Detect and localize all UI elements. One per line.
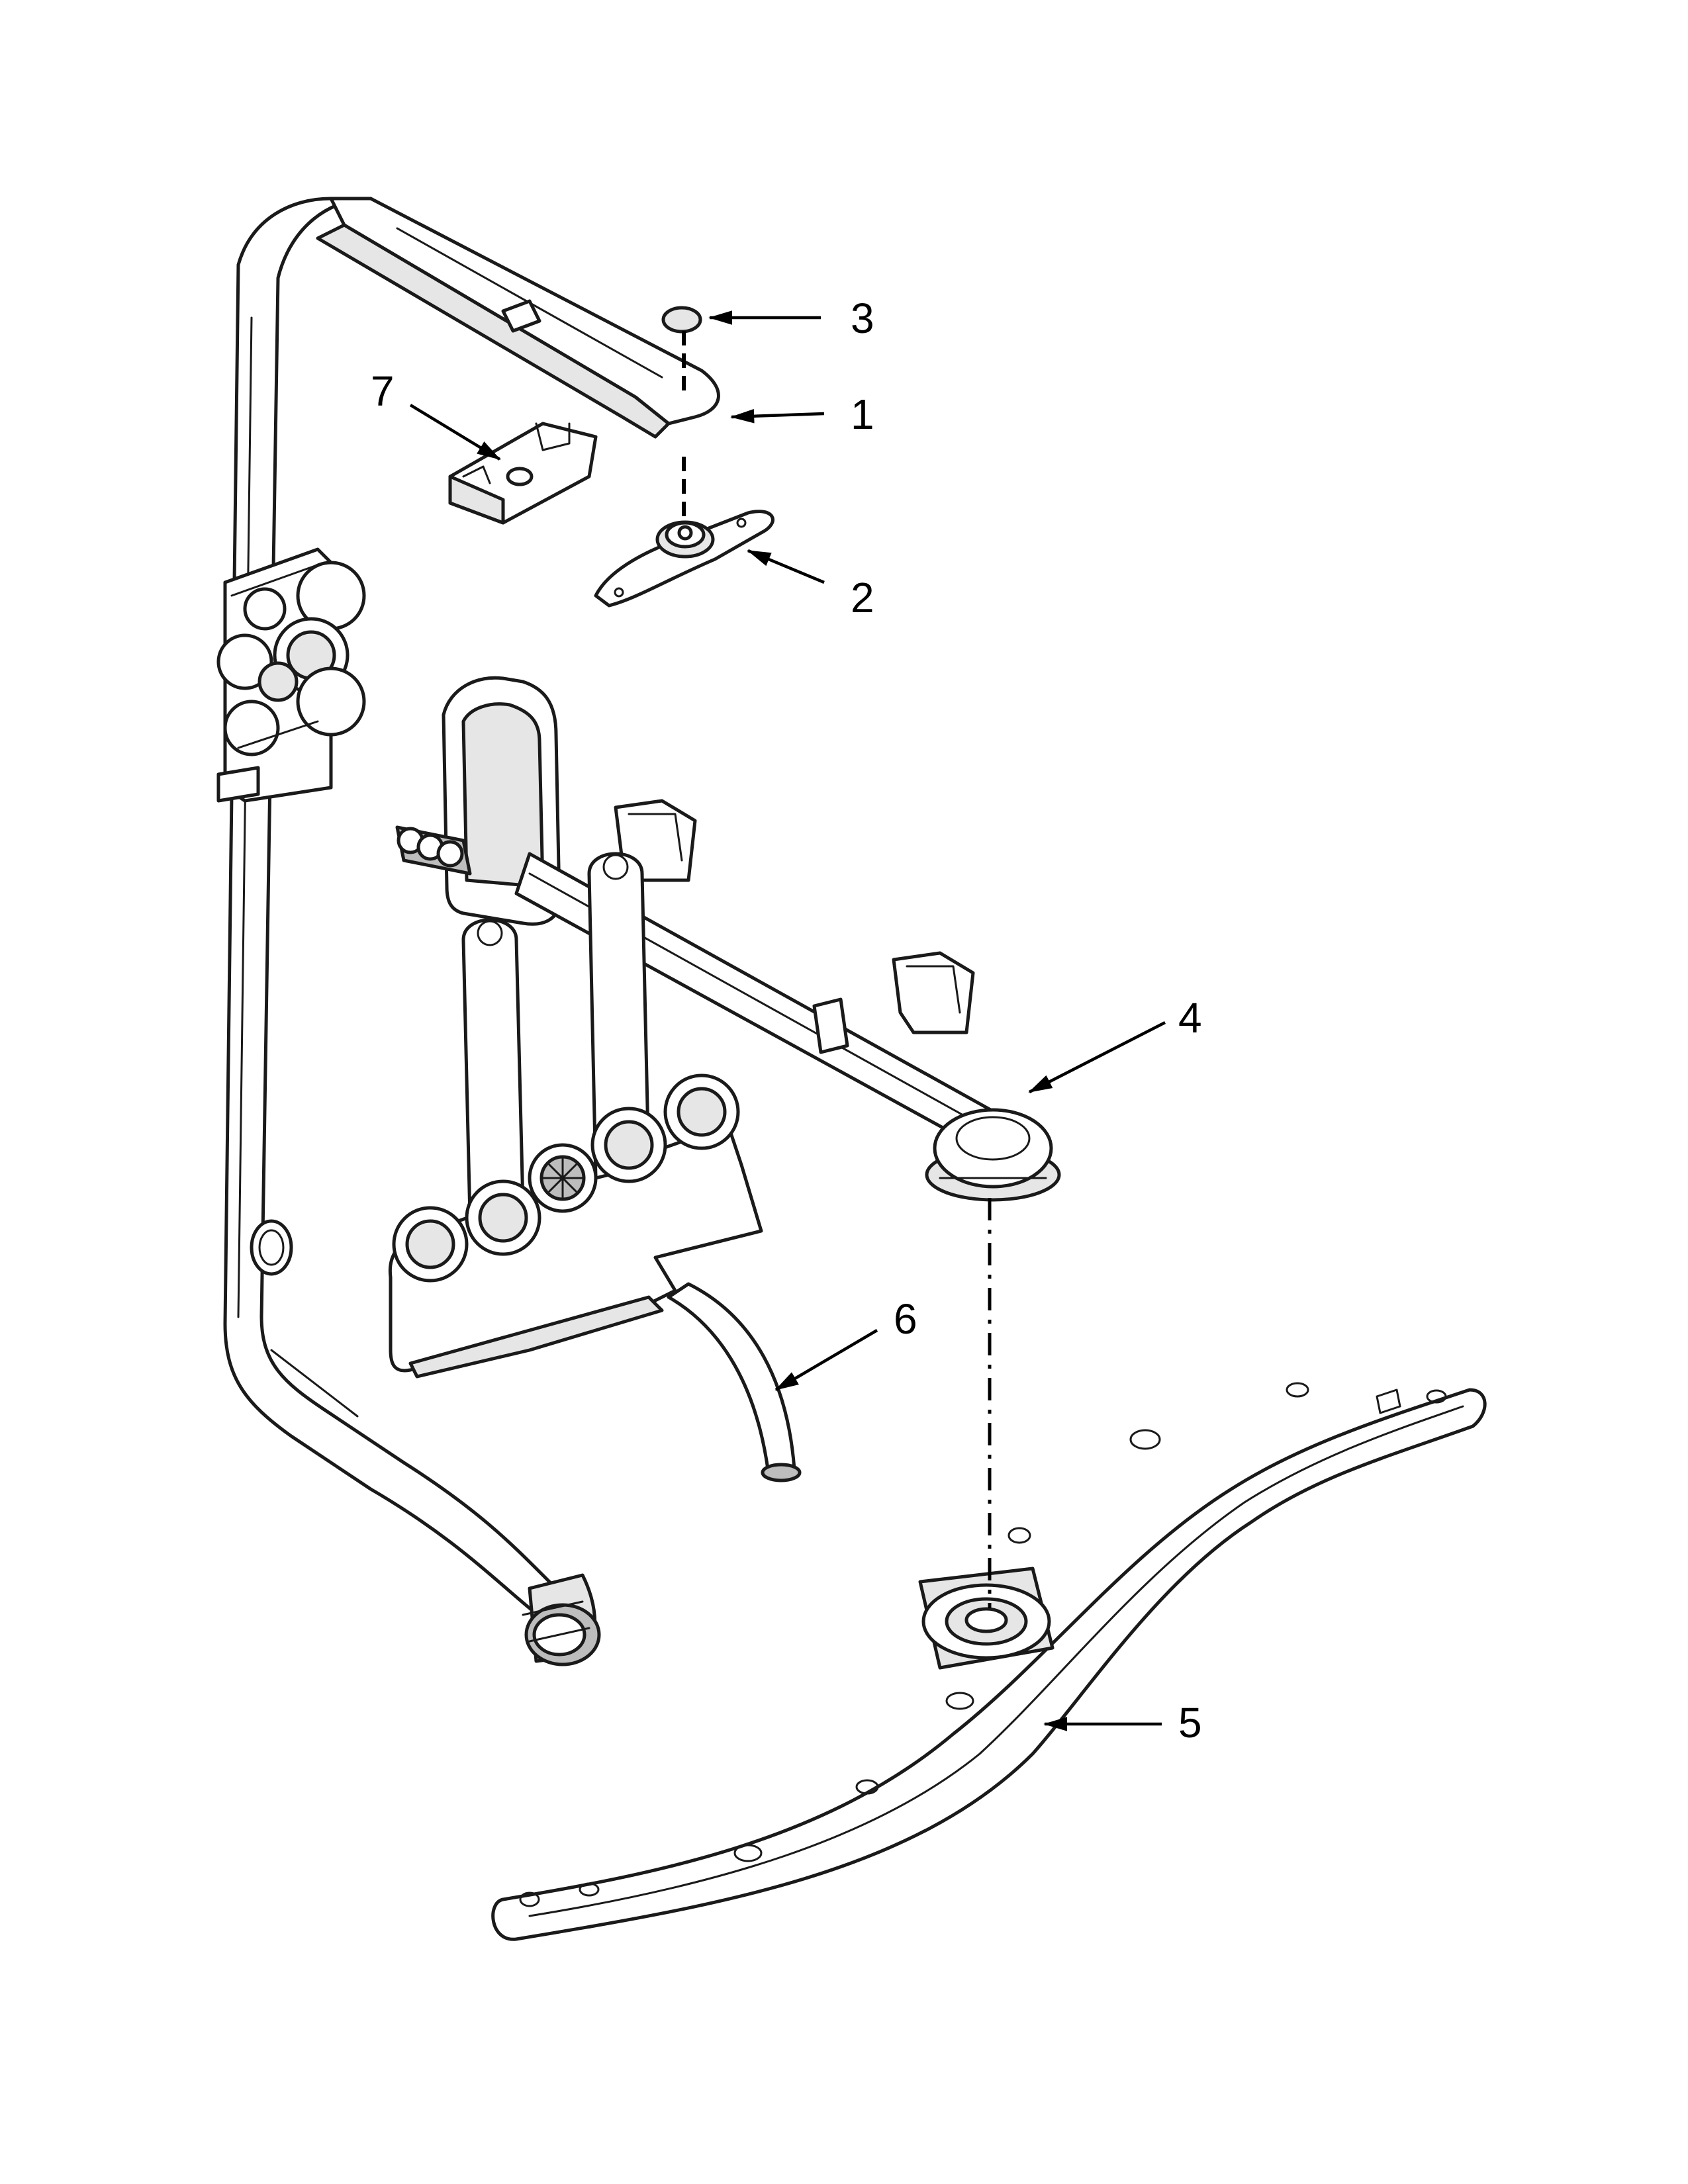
leader-6 xyxy=(774,1329,878,1391)
callout-2: 2 xyxy=(851,574,874,621)
leader-2 xyxy=(747,549,825,584)
upper-spray-arm xyxy=(594,510,774,608)
callout-5: 5 xyxy=(1178,1699,1202,1747)
callout-1: 1 xyxy=(851,390,874,438)
callout-labels: 3 1 7 2 4 6 5 xyxy=(371,295,1202,1747)
bracket-part xyxy=(448,422,598,525)
callout-4: 4 xyxy=(1178,994,1202,1042)
callout-6: 6 xyxy=(894,1295,917,1343)
leader-7 xyxy=(409,404,501,461)
lower-spray-arm xyxy=(491,1382,1487,1941)
callout-3: 3 xyxy=(851,295,874,342)
nozzle-manifold xyxy=(388,852,802,1482)
leader-1 xyxy=(730,408,825,424)
spray-arm-cap xyxy=(661,306,702,334)
leader-4 xyxy=(1028,1021,1166,1094)
callout-7: 7 xyxy=(371,367,395,415)
tube-manifold-cluster xyxy=(216,547,366,803)
callout-leaders xyxy=(409,310,1166,1731)
alignment-lines xyxy=(682,331,992,1608)
